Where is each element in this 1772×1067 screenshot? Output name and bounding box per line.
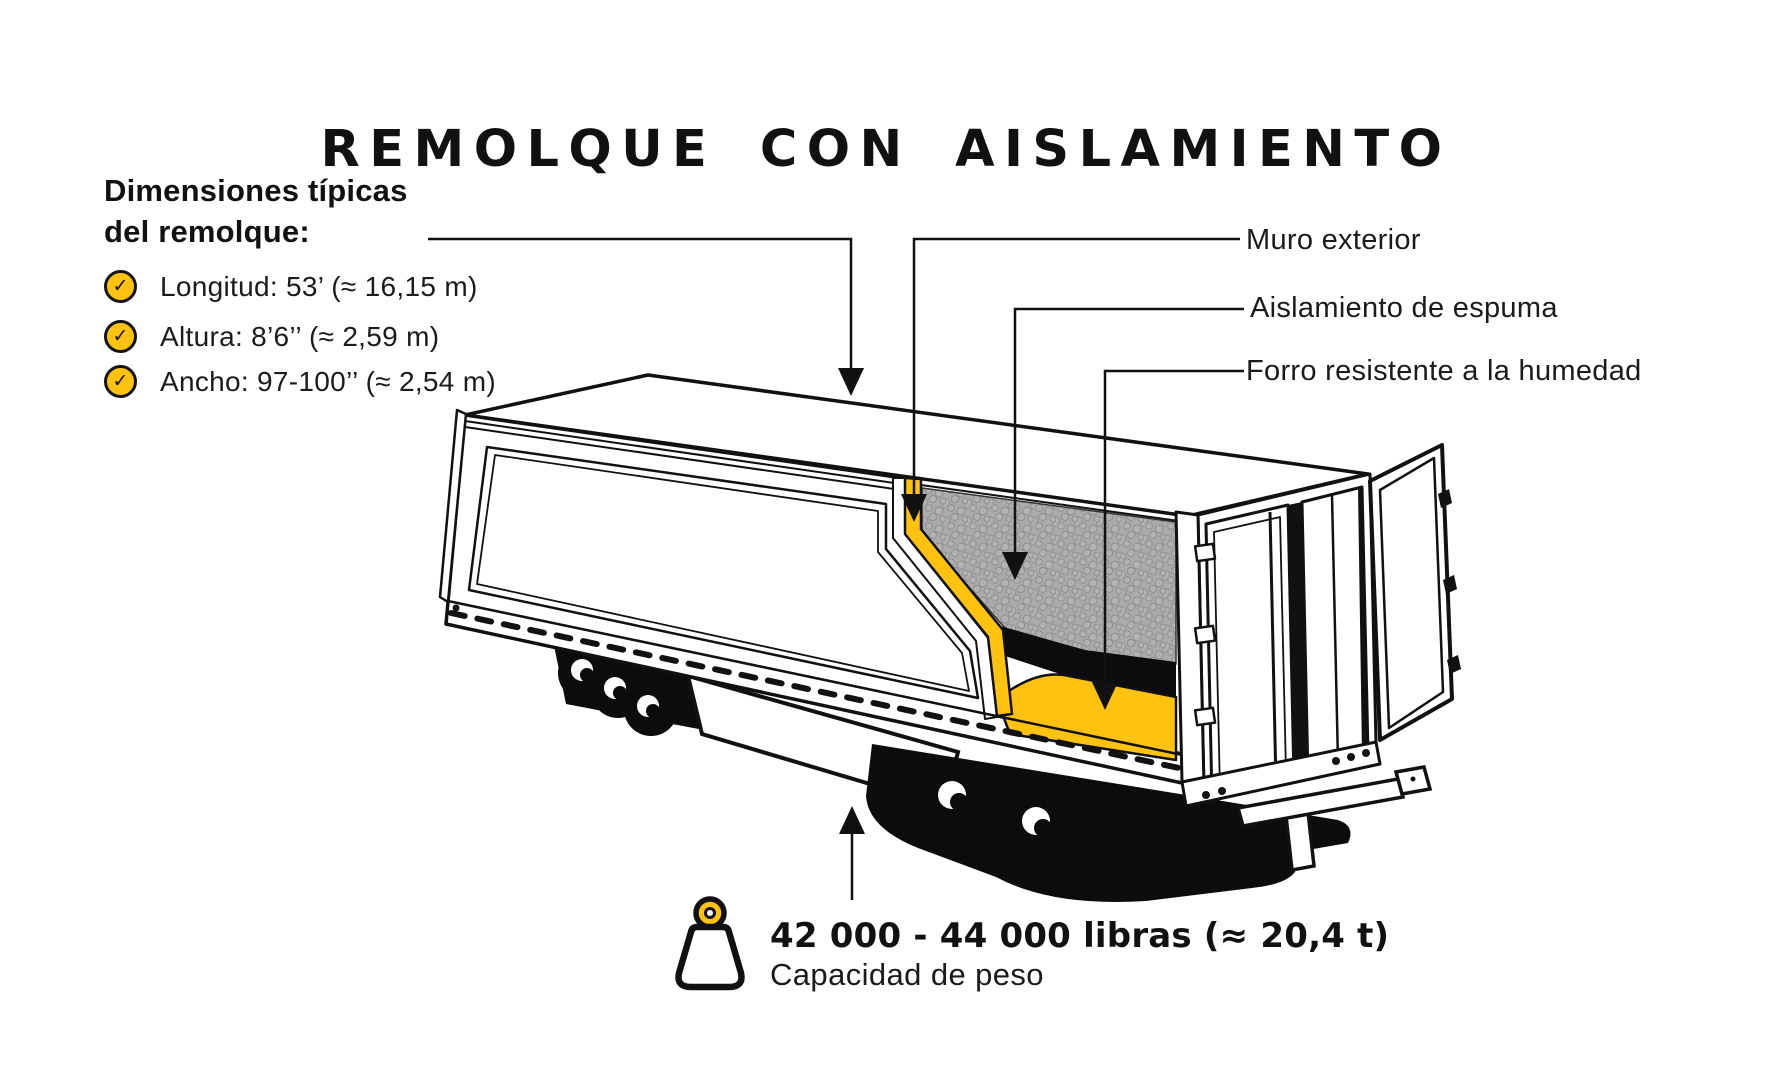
rear-wheels [925,768,1073,858]
list-item-height: ✓ Altura: 8’6’’ (≈ 2,59 m) [104,320,439,353]
weight-icon [675,896,745,991]
page-title: REMOLQUE CON AISLAMIENTO [320,120,1452,180]
label-foam-insulation: Aislamiento de espuma [1250,292,1558,324]
check-glyph: ✓ [112,276,129,297]
capacity-arrowhead [839,806,865,834]
interior-shadow [1000,626,1176,703]
rear-bogie-shadow [866,744,1351,902]
list-item-width: ✓ Ancho: 97-100’’ (≈ 2,54 m) [104,365,496,398]
open-door-hinges [1438,489,1461,674]
label-exterior-wall: Muro exterior [1246,224,1421,256]
leader-lines [428,237,1244,900]
check-glyph: ✓ [112,371,129,392]
bottom-rail [447,599,1196,774]
check-glyph: ✓ [112,326,129,347]
exterior-wall-arrowhead [901,494,927,522]
sill-bolts [1202,749,1370,799]
side-panel-border [467,445,980,700]
check-icon: ✓ [104,320,137,353]
check-icon: ✓ [104,365,137,398]
dimensions-arrowhead [838,368,864,396]
liner-arrowhead [1092,682,1118,710]
capacity-label: Capacidad de peso [770,957,1044,992]
foam-arrowhead [1002,552,1028,580]
exterior-wall-leader-line [912,237,1240,494]
dimensions-heading-line2: del remolque: [104,214,310,249]
dimensions-heading-line1: Dimensiones típicas [104,173,408,208]
rear-doors [1174,443,1461,808]
dimensions-leader-line [428,237,853,370]
height-text: Altura: 8’6’’ (≈ 2,59 m) [160,320,440,352]
check-icon: ✓ [104,270,137,303]
dimensions-heading: Dimensiones típicas del remolque: [104,170,408,252]
front-wheels [558,646,678,736]
label-moisture-liner: Forro resistente a la humedad [1246,355,1642,387]
door-hinges [1193,542,1217,727]
capacity-value: 42 000 - 44 000 libras (≈ 20,4 t) [770,916,1390,956]
arrowheads [838,368,1118,834]
length-text: Longitud: 53’ (≈ 16,15 m) [160,270,478,302]
list-item-length: ✓ Longitud: 53’ (≈ 16,15 m) [104,270,478,303]
door-open-right [1368,443,1454,742]
rail-rivet-dashes [448,610,1196,774]
rear-underride-guard [1235,764,1433,873]
foam-leader-line [1013,307,1244,552]
width-text: Ancho: 97-100’’ (≈ 2,54 m) [160,365,497,397]
undercarriage [552,636,1433,902]
liner-leader-line [1103,369,1244,682]
rear-sill [1180,740,1382,808]
trailer-body [438,373,1461,808]
